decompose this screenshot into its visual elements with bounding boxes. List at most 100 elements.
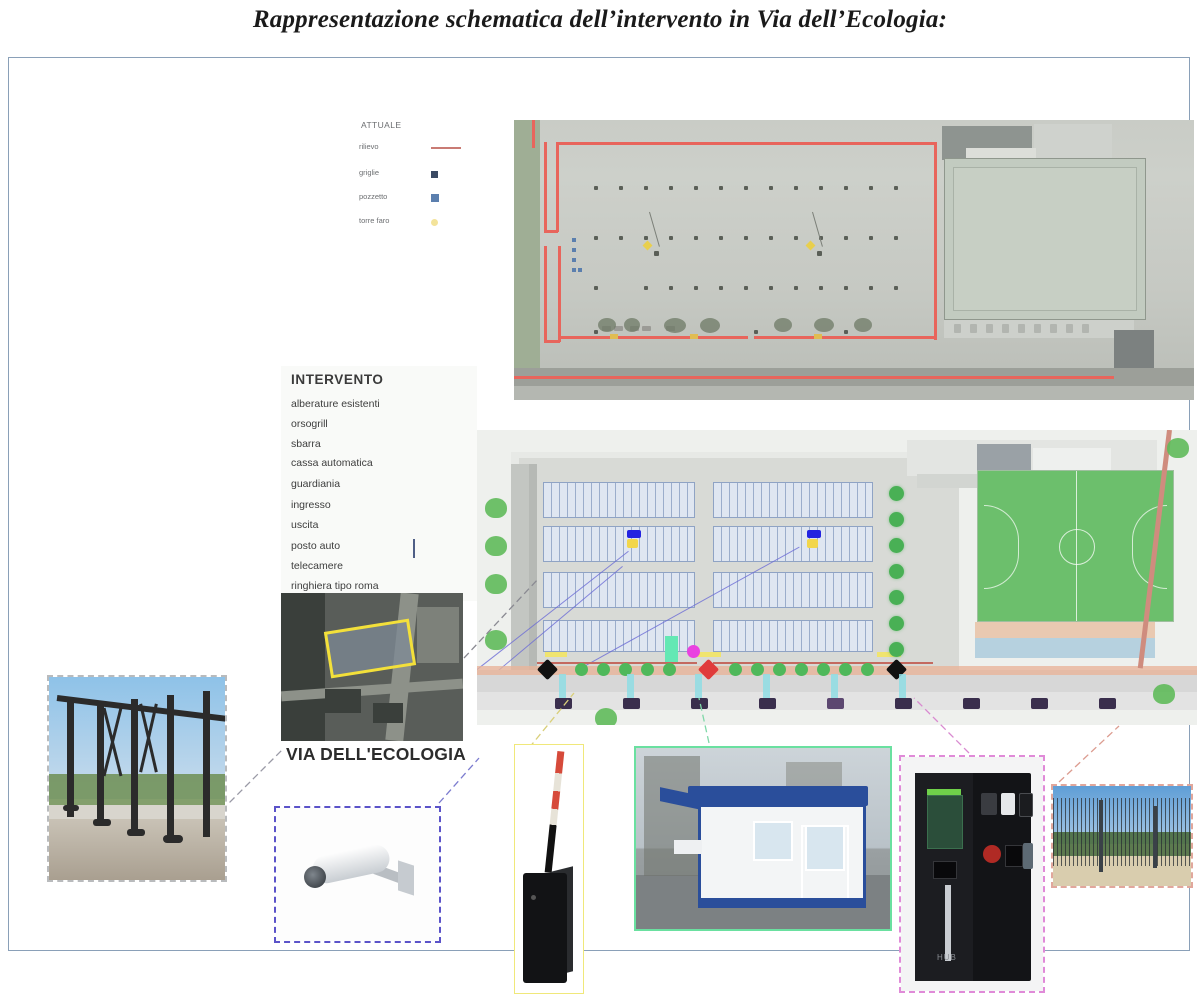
aerial-outline-corner	[532, 120, 535, 148]
legend-row-posto-auto: posto auto	[281, 538, 477, 558]
plan-tree	[817, 663, 830, 676]
guardhouse-roof	[688, 786, 868, 806]
guardhouse-counter	[674, 840, 702, 854]
plan-street-lamp	[899, 674, 906, 698]
photo-orsogril	[1051, 784, 1193, 888]
aerial-outline-right	[934, 142, 937, 340]
legend-label: griglie	[359, 168, 380, 177]
posto-auto-rect-icon	[413, 539, 415, 558]
rilievo-line-icon	[431, 147, 461, 149]
aerial-grid-dot	[844, 330, 848, 334]
aerial-grid-dot	[694, 286, 698, 290]
plan-tree-left	[485, 498, 507, 518]
plan-tree	[773, 663, 786, 676]
aerial-grid-dot	[844, 236, 848, 240]
plan-street-lamp	[559, 674, 566, 698]
plan-tree	[663, 663, 676, 676]
plan-stand-seating	[975, 622, 1155, 638]
plan-tree	[619, 663, 632, 676]
legend-label: cassa automatica	[291, 457, 373, 469]
plan-stall-lines	[713, 572, 873, 608]
inset-building	[373, 703, 403, 723]
legend-label: guardiania	[291, 478, 341, 490]
legend-label: rilievo	[359, 142, 379, 151]
legend-attuale: ATTUALE rilievo griglie pozzetto torre f…	[349, 120, 469, 230]
railing-base-plate	[127, 829, 145, 836]
aerial-yellow-marker	[690, 334, 698, 339]
guardhouse-tree	[644, 756, 700, 876]
machine-screen	[927, 795, 963, 849]
aerial-photo-attuale	[514, 120, 1194, 400]
photo-telecamera	[274, 806, 441, 943]
legend-row-torre-faro: torre faro	[349, 216, 469, 230]
legend-label: ingresso	[291, 499, 331, 511]
legend-label: pozzetto	[359, 192, 388, 201]
aerial-pozzetto	[578, 268, 582, 272]
aerial-outline-notch-b	[544, 340, 560, 343]
aerial-grid-dot	[794, 186, 798, 190]
plan-parked-car	[895, 698, 912, 709]
aerial-pozzetto	[572, 238, 576, 242]
plan-camera-marker	[807, 530, 821, 538]
railing-post	[131, 699, 138, 829]
legend-label: posto auto	[291, 540, 341, 552]
aerial-grid-dot	[869, 286, 873, 290]
legend-row-alberature: alberature esistenti	[281, 396, 477, 415]
aerial-grid-dot	[644, 286, 648, 290]
guardhouse-window	[753, 821, 793, 861]
aerial-tower-base	[654, 251, 659, 256]
plan-camera-marker	[627, 530, 641, 538]
plan-tree-left	[485, 630, 507, 650]
locator-aerial-inset	[281, 593, 463, 741]
aerial-grid-dot	[819, 236, 823, 240]
aerial-seat-mark	[1082, 324, 1089, 333]
plan-stall-lines	[713, 526, 873, 562]
aerial-outline-top	[556, 142, 936, 145]
aerial-grid-dot	[869, 236, 873, 240]
aerial-grid-dot	[669, 286, 673, 290]
railing-base-plate	[163, 835, 183, 843]
legend-label: orsogrill	[291, 418, 328, 430]
aerial-outline-left-edge	[544, 142, 547, 232]
aerial-grid-dot	[819, 186, 823, 190]
aerial-outline-street	[514, 376, 1114, 379]
plan-tree	[641, 663, 654, 676]
aerial-grid-dot	[894, 236, 898, 240]
legend-row-uscita: uscita	[281, 517, 477, 536]
railing-base-plate	[93, 819, 111, 826]
plan-parked-car	[1099, 698, 1116, 709]
aerial-grid-dot	[719, 236, 723, 240]
plan-orsogril-left	[537, 662, 697, 664]
aerial-pozzetto	[572, 268, 576, 272]
legend-label: torre faro	[359, 216, 390, 225]
aerial-grid-dot	[894, 186, 898, 190]
guardhouse-door	[801, 825, 849, 903]
plan-street-lamp	[763, 674, 770, 698]
plan-stall-lines	[713, 620, 873, 652]
fence-post	[1153, 806, 1157, 868]
aerial-sports-field	[944, 158, 1146, 320]
aerial-seat-mark	[1066, 324, 1073, 333]
plan-parked-car	[759, 698, 776, 709]
aerial-building	[1114, 330, 1154, 368]
aerial-grid-dot	[794, 236, 798, 240]
plan-tree-right	[1167, 438, 1189, 458]
plan-wall-left-inner	[529, 464, 537, 688]
guardhouse-door-window	[805, 825, 845, 871]
plan-stall-lines	[713, 482, 873, 518]
plan-parked-car	[555, 698, 572, 709]
railing-base-plate	[63, 805, 79, 811]
machine-button	[1001, 793, 1015, 815]
barrier-arm	[544, 750, 565, 874]
plan-tree-right	[889, 486, 904, 501]
plan-stall-lines	[543, 482, 695, 518]
plan-guardiania	[665, 636, 678, 662]
aerial-tower-base	[817, 251, 822, 256]
plan-stall-lines	[543, 526, 695, 562]
plan-sbarra	[877, 652, 901, 657]
legend-row-sbarra: sbarra	[281, 436, 477, 455]
photo-sbarra	[514, 744, 584, 994]
photo-cassa-automatica: HUB	[899, 755, 1045, 993]
aerial-grid-dot	[744, 186, 748, 190]
camera-lens	[304, 866, 326, 888]
